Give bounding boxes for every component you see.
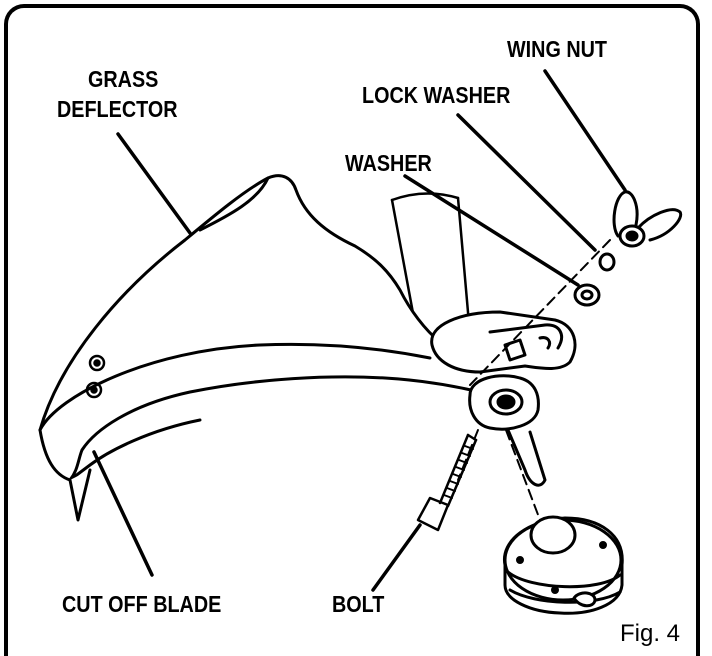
leader-lines bbox=[92, 69, 627, 592]
label-cut-off-blade: CUT OFF BLADE bbox=[62, 591, 222, 617]
label-wing-nut: WING NUT bbox=[507, 36, 607, 62]
grass-deflector bbox=[38, 174, 482, 482]
label-bolt: BOLT bbox=[332, 591, 385, 617]
lock-washer-part bbox=[598, 252, 616, 272]
assembly-axis bbox=[457, 239, 611, 521]
washer-part bbox=[573, 283, 601, 307]
cut-off-blade bbox=[68, 468, 92, 522]
label-lock-washer: LOCK WASHER bbox=[362, 82, 511, 108]
trimmer-head bbox=[503, 515, 624, 615]
label-grass-deflector-line2: DEFLECTOR bbox=[57, 96, 178, 122]
mounting-bracket bbox=[430, 310, 577, 374]
rivet-holes bbox=[85, 354, 106, 399]
label-washer: WASHER bbox=[345, 150, 432, 176]
figure-caption: Fig. 4 bbox=[620, 620, 681, 647]
label-grass-deflector-line1: GRASS bbox=[88, 66, 159, 92]
bolt bbox=[416, 433, 478, 532]
wing-nut-part bbox=[612, 190, 683, 248]
head-collar bbox=[468, 374, 547, 487]
